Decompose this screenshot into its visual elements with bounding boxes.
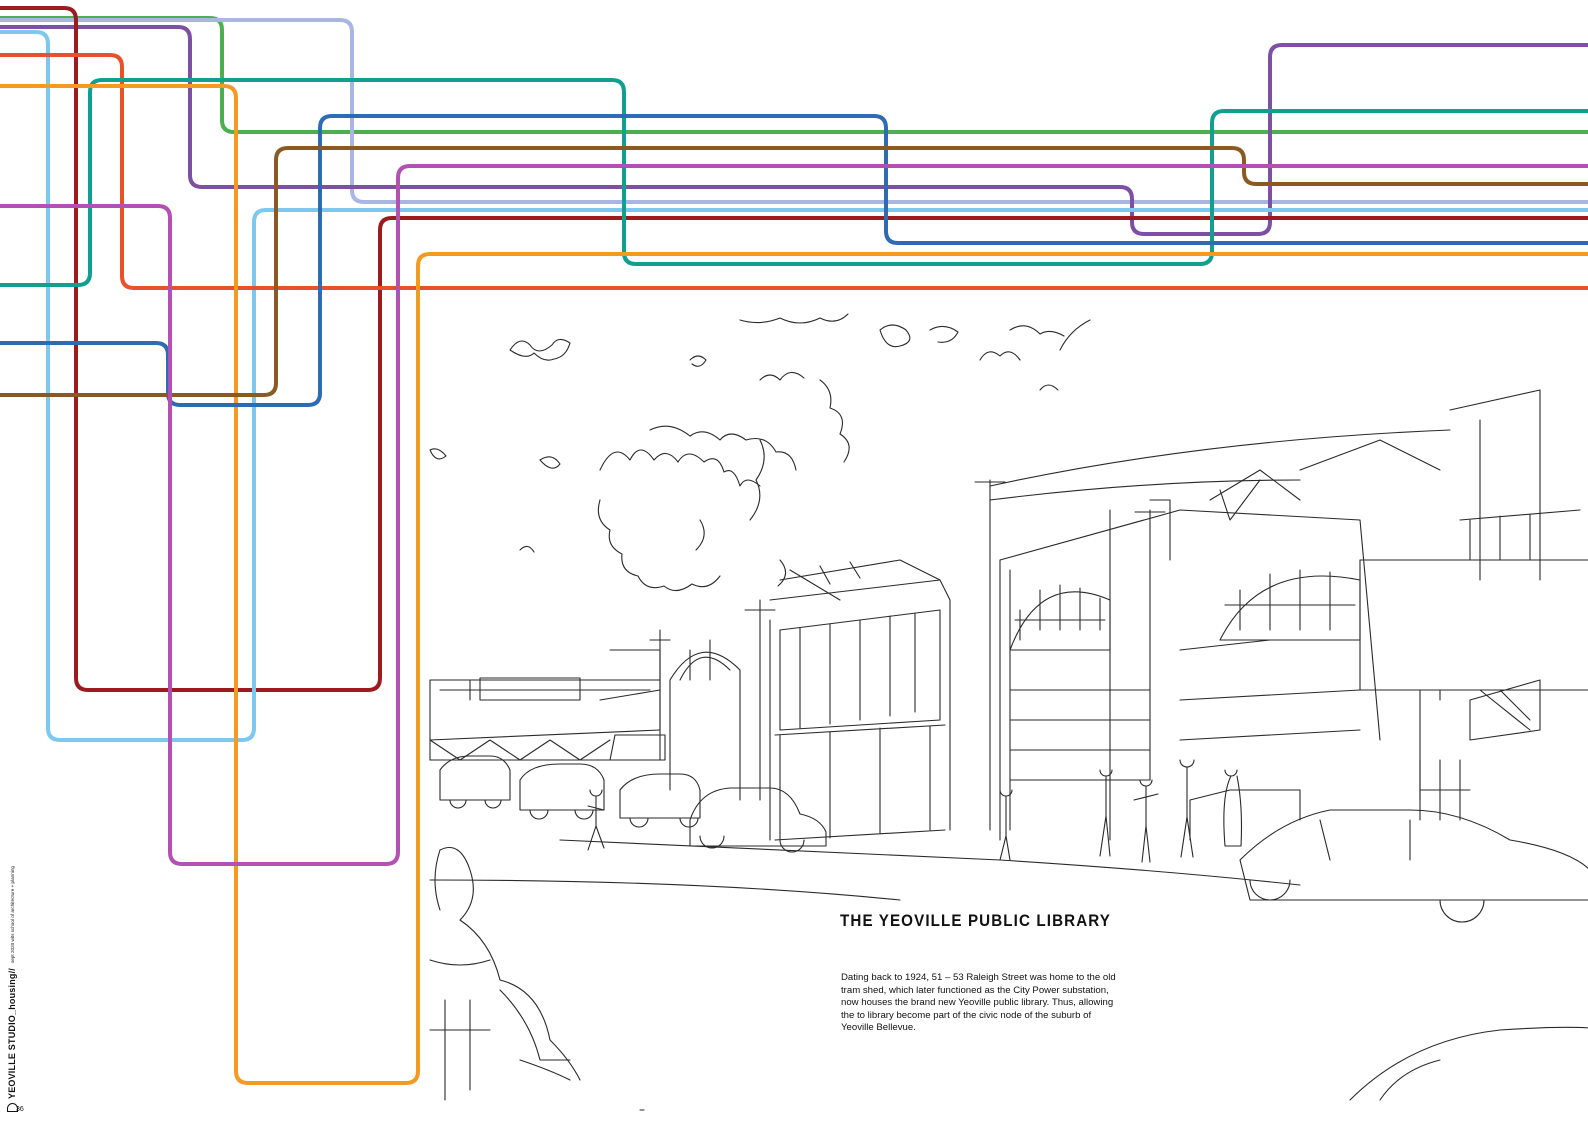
route-line-dark-red [0, 6, 1588, 692]
route-line-magenta [0, 164, 1588, 866]
route-line-teal [0, 78, 1588, 287]
route-line-red-orange [0, 53, 1588, 290]
studio-label: YEOVILLE STUDIO_housing// [7, 967, 17, 1099]
page-title: THE YEOVILLE PUBLIC LIBRARY [840, 912, 1112, 930]
route-line-lavender [0, 18, 1588, 204]
route-line-orange [0, 84, 1588, 1085]
sidebar-label: YEOVILLE STUDIO_housing// sept 2020 wits… [2, 782, 22, 1112]
route-line-sky-blue [0, 30, 1588, 742]
route-line-brown [0, 146, 1588, 397]
library-description: Dating back to 1924, 51 – 53 Raleigh Str… [841, 972, 1116, 1034]
sidebar-meta: sept 2020 wits school of architecture + … [9, 866, 15, 963]
page-number: 36 [16, 1106, 24, 1113]
